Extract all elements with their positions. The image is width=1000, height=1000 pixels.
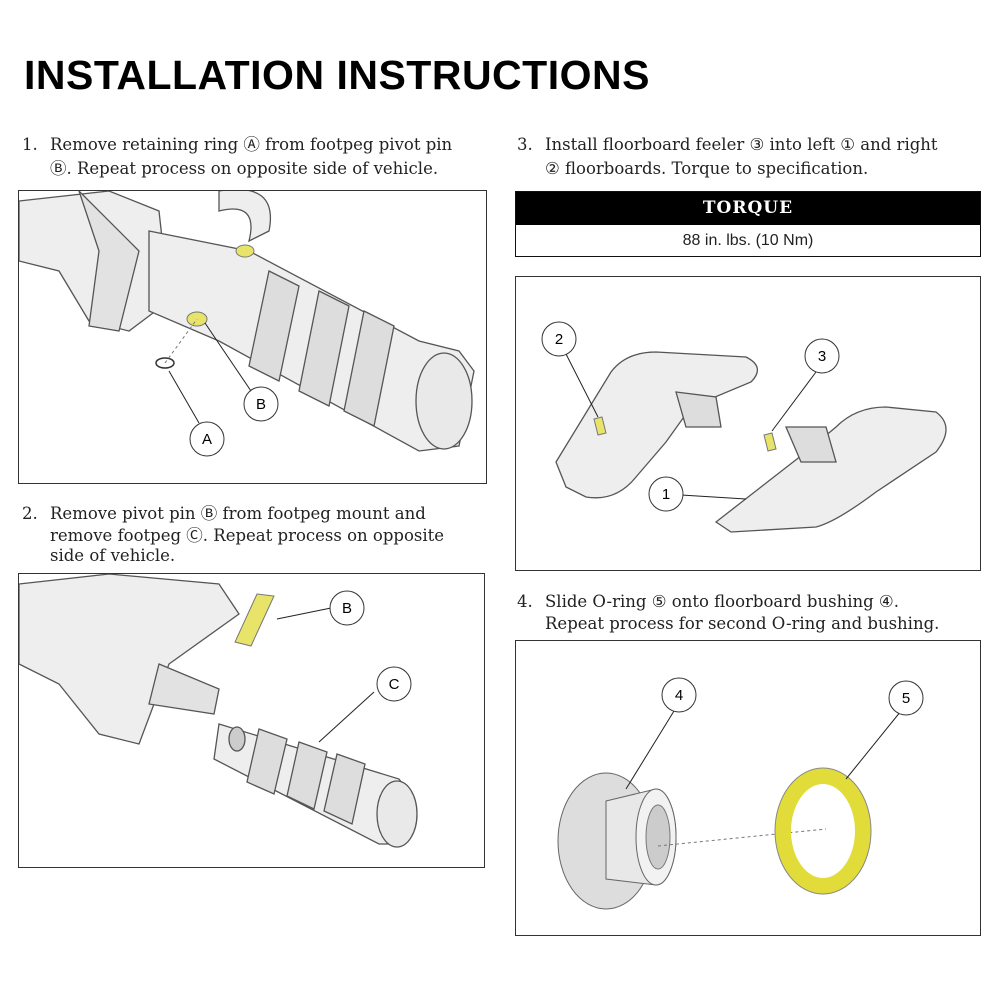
step-1-text: 1. Remove retaining ring Ⓐ from footpeg …	[22, 135, 453, 178]
callout-b: B	[342, 600, 352, 617]
figure-1-footpeg-retaining-ring: A B	[18, 190, 487, 484]
figure-4-oring-bushing: 4 5	[515, 640, 981, 936]
callout-2: 2	[555, 331, 563, 348]
callout-b: B	[256, 396, 266, 413]
floorboards-illustration: 2 3 1	[541, 321, 947, 533]
step-2-text: 2. Remove pivot pin Ⓑ from footpeg mount…	[22, 504, 445, 565]
callout-a: A	[202, 431, 212, 448]
bushing-oring-illustration: 4 5	[557, 677, 924, 910]
callout-1: 1	[662, 486, 670, 503]
callout-3: 3	[818, 348, 826, 365]
page-title: INSTALLATION INSTRUCTIONS	[24, 52, 650, 98]
figure-3-floorboard-feeler: 2 3 1	[515, 276, 981, 571]
torque-value: 88 in. lbs. (10 Nm)	[682, 232, 814, 249]
pivot-pin-illustration: B C	[19, 574, 418, 848]
footpeg-illustration: A B	[19, 191, 475, 457]
callout-c: C	[389, 676, 400, 693]
figure-2-pivot-pin-removal: B C	[18, 573, 485, 868]
step-4-text: 4. Slide O-ring ⑤ onto floorboard bushin…	[517, 592, 940, 633]
callout-4: 4	[675, 687, 683, 704]
callout-5: 5	[902, 690, 910, 707]
torque-spec-table: TORQUE 88 in. lbs. (10 Nm)	[515, 191, 981, 257]
step-3-text: 3. Install floorboard feeler ③ into left…	[517, 135, 938, 178]
torque-header: TORQUE	[516, 192, 980, 225]
